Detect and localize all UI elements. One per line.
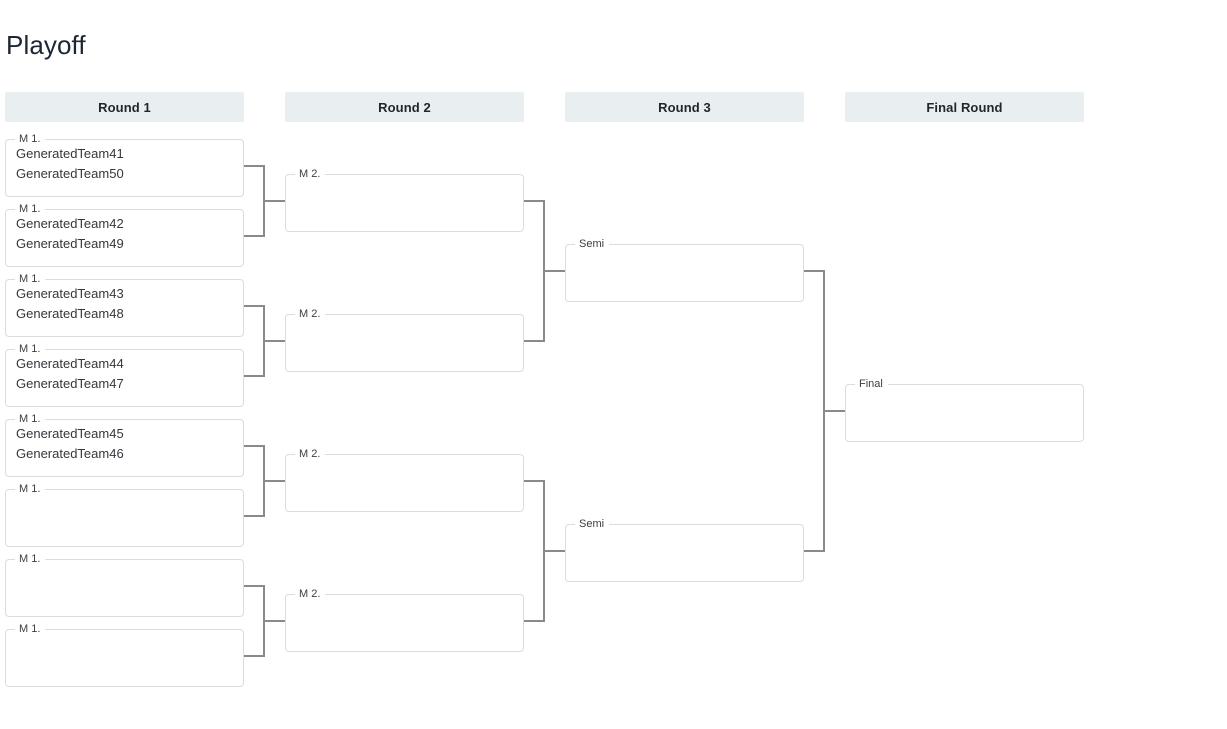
match-legend: M 1.: [19, 343, 41, 355]
match-teams: [6, 494, 243, 534]
connector-stub-bottom: [524, 620, 543, 622]
connector-stub-out: [263, 200, 285, 202]
page-title: Playoff: [6, 30, 86, 61]
match-legend: M 2.: [299, 588, 321, 600]
match-legend: M 2.: [299, 168, 321, 180]
connector-stub-out: [263, 340, 285, 342]
match-card[interactable]: Final: [845, 378, 1084, 442]
connector-stub-top: [244, 585, 263, 587]
match-legend: M 2.: [299, 448, 321, 460]
match-card[interactable]: M 2.: [285, 448, 524, 512]
match-teams: [566, 529, 803, 569]
match-card[interactable]: M 1.: [5, 623, 244, 687]
team-name[interactable]: GeneratedTeam43: [16, 286, 124, 301]
match-legend: M 1.: [19, 553, 41, 565]
connector-stub-top: [524, 480, 543, 482]
match-legend: M 1.: [19, 623, 41, 635]
connector-stub-bottom: [244, 235, 263, 237]
connector-stub-bottom: [244, 515, 263, 517]
match-legend: Semi: [579, 518, 605, 530]
connector-stub-top: [524, 200, 543, 202]
round-header-final-round: Final Round: [845, 92, 1084, 122]
match-card[interactable]: M 2.: [285, 168, 524, 232]
match-legend: M 1.: [19, 413, 41, 425]
match-teams: [566, 249, 803, 289]
match-legend: Final: [859, 378, 883, 390]
team-name[interactable]: GeneratedTeam46: [16, 446, 124, 461]
match-legend: M 1.: [19, 273, 41, 285]
team-name[interactable]: GeneratedTeam42: [16, 216, 124, 231]
match-teams: [286, 599, 523, 639]
connector-stub-out: [543, 270, 565, 272]
team-name[interactable]: GeneratedTeam44: [16, 356, 124, 371]
match-card[interactable]: M 1.: [5, 483, 244, 547]
team-name[interactable]: GeneratedTeam48: [16, 306, 124, 321]
round-header-round-3: Round 3: [565, 92, 804, 122]
connector-stub-out: [263, 480, 285, 482]
match-teams: [286, 319, 523, 359]
match-legend: M 1.: [19, 133, 41, 145]
connector-stub-out: [263, 620, 285, 622]
match-legend: M 1.: [19, 203, 41, 215]
match-teams: [286, 459, 523, 499]
match-teams: [846, 389, 1083, 429]
match-teams: [6, 564, 243, 604]
round-header-round-2: Round 2: [285, 92, 524, 122]
connector-stub-bottom: [244, 375, 263, 377]
team-name[interactable]: GeneratedTeam41: [16, 146, 124, 161]
connector-stub-top: [244, 305, 263, 307]
team-name[interactable]: GeneratedTeam49: [16, 236, 124, 251]
match-teams: [286, 179, 523, 219]
connector-stub-out: [543, 550, 565, 552]
team-name[interactable]: GeneratedTeam50: [16, 166, 124, 181]
connector-stub-bottom: [244, 655, 263, 657]
match-card[interactable]: M 2.: [285, 588, 524, 652]
connector-stub-out: [823, 410, 845, 412]
match-teams: [6, 634, 243, 674]
round-header-round-1: Round 1: [5, 92, 244, 122]
match-legend: M 1.: [19, 483, 41, 495]
match-card[interactable]: Semi: [565, 238, 804, 302]
match-card[interactable]: M 2.: [285, 308, 524, 372]
connector-stub-bottom: [804, 550, 823, 552]
connector-stub-bottom: [524, 340, 543, 342]
team-name[interactable]: GeneratedTeam47: [16, 376, 124, 391]
connector-stub-top: [244, 445, 263, 447]
team-name[interactable]: GeneratedTeam45: [16, 426, 124, 441]
connector-stub-top: [804, 270, 823, 272]
match-card[interactable]: Semi: [565, 518, 804, 582]
match-legend: Semi: [579, 238, 605, 250]
match-card[interactable]: M 1.: [5, 553, 244, 617]
connector-stub-top: [244, 165, 263, 167]
match-legend: M 2.: [299, 308, 321, 320]
